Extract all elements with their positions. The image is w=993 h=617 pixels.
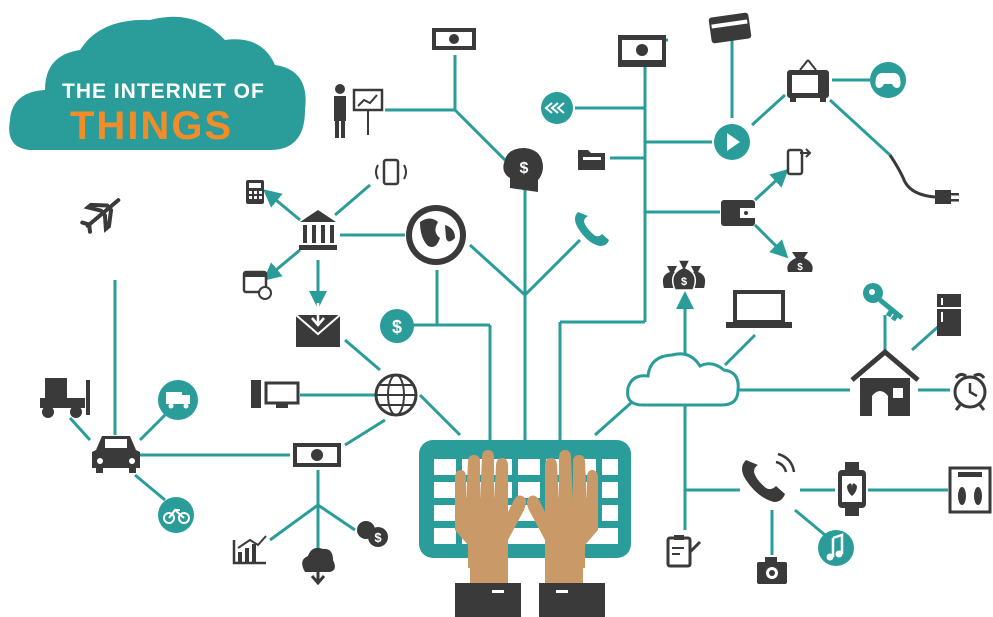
keyboard-hands-icon (419, 440, 631, 617)
globe-icon (406, 205, 466, 265)
money-bag-icon: $ (787, 252, 813, 273)
title-banner: THE INTERNET OF THINGS (0, 0, 320, 170)
presenter-icon (334, 84, 384, 138)
tv-icon (787, 59, 829, 102)
computer-icon (251, 380, 300, 408)
share-phone-icon (786, 148, 812, 176)
network-globe-icon (374, 373, 418, 417)
dollar-coin-icon: $ (380, 309, 414, 343)
scale-icon (948, 466, 992, 514)
envelope-icon (295, 303, 341, 347)
smartwatch-icon (838, 462, 866, 516)
forklift-icon (40, 378, 90, 418)
svg-text:$: $ (520, 160, 529, 177)
rewind-icon (541, 92, 573, 124)
bicycle-icon (158, 497, 194, 533)
bank-icon (299, 210, 337, 250)
cloud-download-icon (302, 547, 335, 586)
svg-text:$: $ (681, 276, 687, 288)
phone-icon (575, 212, 609, 246)
gamepad-icon (870, 62, 906, 98)
credit-card-icon (708, 12, 752, 44)
svg-text:$: $ (374, 530, 382, 545)
money-stack-icon (432, 28, 476, 50)
airplane-icon (80, 198, 121, 234)
svg-text:$: $ (797, 262, 803, 273)
smartphone-vibrate-icon (375, 158, 407, 186)
alarm-clock-icon (953, 372, 987, 411)
laptop-icon (726, 290, 792, 328)
ringing-phone-icon (742, 452, 796, 502)
camera-icon (757, 557, 787, 584)
clipboard-icon (666, 535, 702, 568)
key-icon (863, 283, 904, 322)
plug-icon (888, 154, 959, 204)
car-icon (92, 436, 140, 473)
svg-text:$: $ (392, 317, 402, 337)
title-line-2: THINGS (70, 104, 234, 148)
money-stack-icon (618, 35, 666, 67)
music-icon (818, 530, 854, 566)
chart-icon (232, 535, 267, 565)
calendar-icon (242, 270, 272, 300)
title-line-1: THE INTERNET OF (62, 80, 265, 103)
title-cloud (9, 16, 306, 151)
fridge-icon (937, 294, 961, 336)
play-icon (714, 124, 750, 160)
folder-icon (578, 150, 605, 170)
calculator-icon (246, 180, 264, 204)
head-dollar-icon: $ (503, 148, 543, 192)
cloud-icon (626, 352, 740, 407)
money-bags-icon: $ (662, 259, 706, 291)
house-icon (850, 348, 920, 416)
cash-icon (293, 443, 341, 467)
truck-icon (158, 380, 198, 420)
coins-icon: $ (357, 521, 388, 547)
connection-lines (68, 38, 950, 555)
wallet-icon (721, 200, 755, 226)
